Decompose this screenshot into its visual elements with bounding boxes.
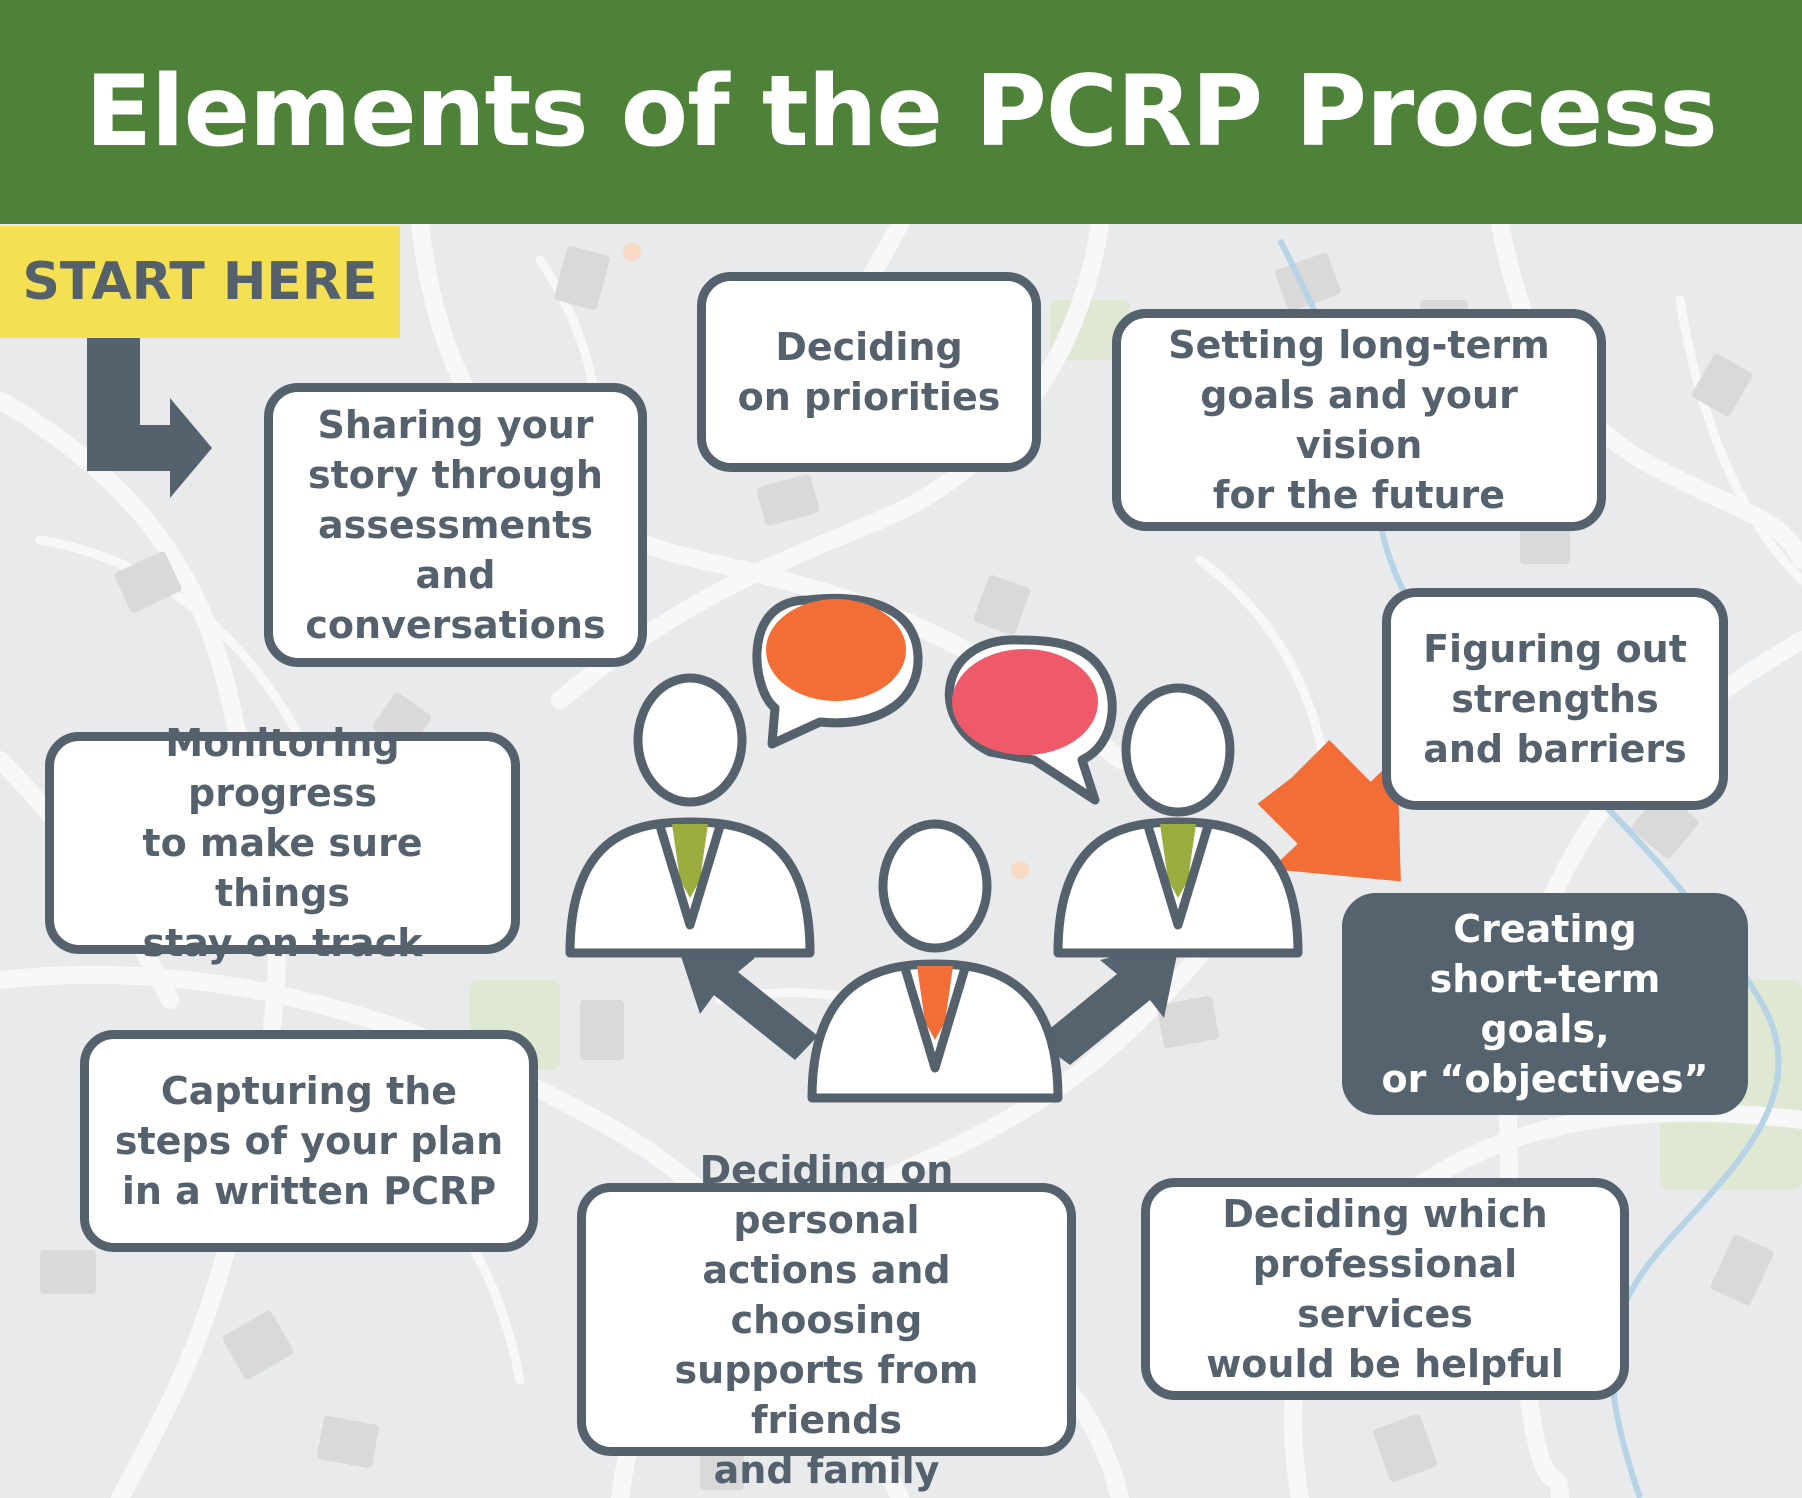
step-monitoring-progress: Monitoring progress to make sure things … — [45, 721, 520, 965]
person-icon — [565, 673, 815, 958]
speech-bubble-icon — [944, 635, 1117, 805]
start-arrow-icon — [87, 338, 212, 498]
step-personal-actions-supports: Deciding on personal actions and choosin… — [577, 1148, 1076, 1492]
step-capturing-written-pcrp: Capturing the steps of your plan in a wr… — [80, 1030, 538, 1252]
step-creating-short-term-goals: Creating short-term goals, or “objective… — [1342, 893, 1748, 1115]
step-text: Creating short-term goals, or “objective… — [1381, 907, 1709, 1101]
pointer-arrow-icon — [675, 938, 818, 1060]
page-title: Elements of the PCRP Process — [85, 55, 1718, 169]
header-banner: Elements of the PCRP Process — [0, 0, 1802, 224]
step-text: Capturing the steps of your plan in a wr… — [114, 1069, 504, 1213]
start-here-label: START HERE — [0, 226, 400, 338]
step-text: Monitoring progress to make sure things … — [142, 721, 423, 965]
pointer-arrow-icon — [1036, 940, 1180, 1065]
step-text: Figuring out strengths and barriers — [1423, 627, 1687, 771]
step-text: Setting long-term goals and your vision … — [1168, 323, 1550, 517]
step-text: Deciding which professional services wou… — [1206, 1192, 1564, 1386]
step-professional-services: Deciding which professional services wou… — [1141, 1178, 1629, 1400]
step-text: Deciding on personal actions and choosin… — [674, 1147, 979, 1492]
step-setting-long-term-goals: Setting long-term goals and your vision … — [1112, 309, 1606, 531]
start-here-text: START HERE — [22, 252, 378, 312]
step-figuring-out-strengths: Figuring out strengths and barriers — [1382, 588, 1728, 810]
pointer-arrow-icon — [1257, 739, 1401, 882]
person-icon — [1053, 683, 1303, 958]
step-sharing-your-story: Sharing your story through assessments a… — [264, 383, 647, 667]
step-text: Deciding on priorities — [737, 325, 1001, 419]
person-icon — [807, 819, 1063, 1103]
speech-bubble-icon — [752, 593, 923, 749]
step-deciding-on-priorities: Deciding on priorities — [697, 272, 1041, 472]
step-text: Sharing your story through assessments a… — [305, 403, 606, 647]
